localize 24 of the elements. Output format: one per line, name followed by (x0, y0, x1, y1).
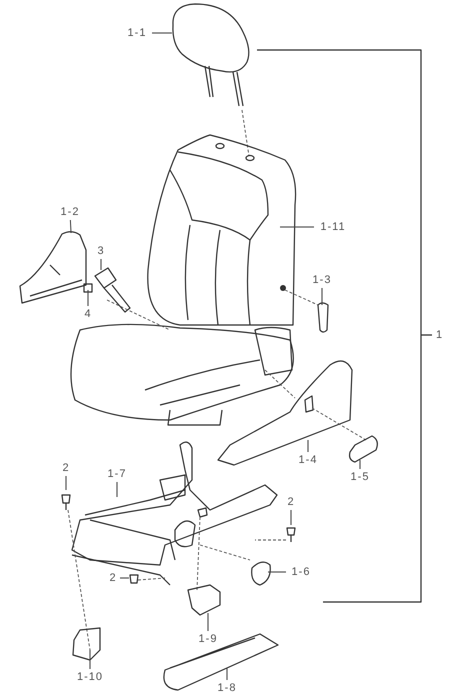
callout-number: 1-4 (294, 453, 322, 467)
callout-number: 3 (95, 244, 107, 258)
leader-line (152, 32, 172, 34)
leader-line (290, 510, 292, 526)
callout-number: 1-3 (308, 273, 336, 287)
callout-number: 1-5 (346, 470, 374, 484)
callout-number: 1-1 (123, 26, 151, 40)
callout-number: 1-2 (56, 205, 84, 219)
leader-line (116, 482, 118, 498)
leader-line (280, 226, 314, 228)
callout-number: 1-7 (103, 467, 131, 481)
callout-number: 1-9 (194, 632, 222, 646)
leader-line (70, 220, 72, 234)
callout-number: 1-11 (315, 220, 351, 234)
callout-number: 2 (107, 571, 119, 585)
callout-number: 1-10 (72, 670, 108, 684)
leader-line (226, 668, 228, 680)
callout-number: 4 (82, 307, 94, 321)
leader-line (100, 258, 102, 270)
callout-number: 1-6 (287, 565, 315, 579)
callout-number: 2 (60, 461, 72, 475)
callout-number: 1-8 (213, 681, 241, 695)
callout-number: 1 (434, 328, 444, 342)
callout-number: 2 (285, 495, 297, 509)
